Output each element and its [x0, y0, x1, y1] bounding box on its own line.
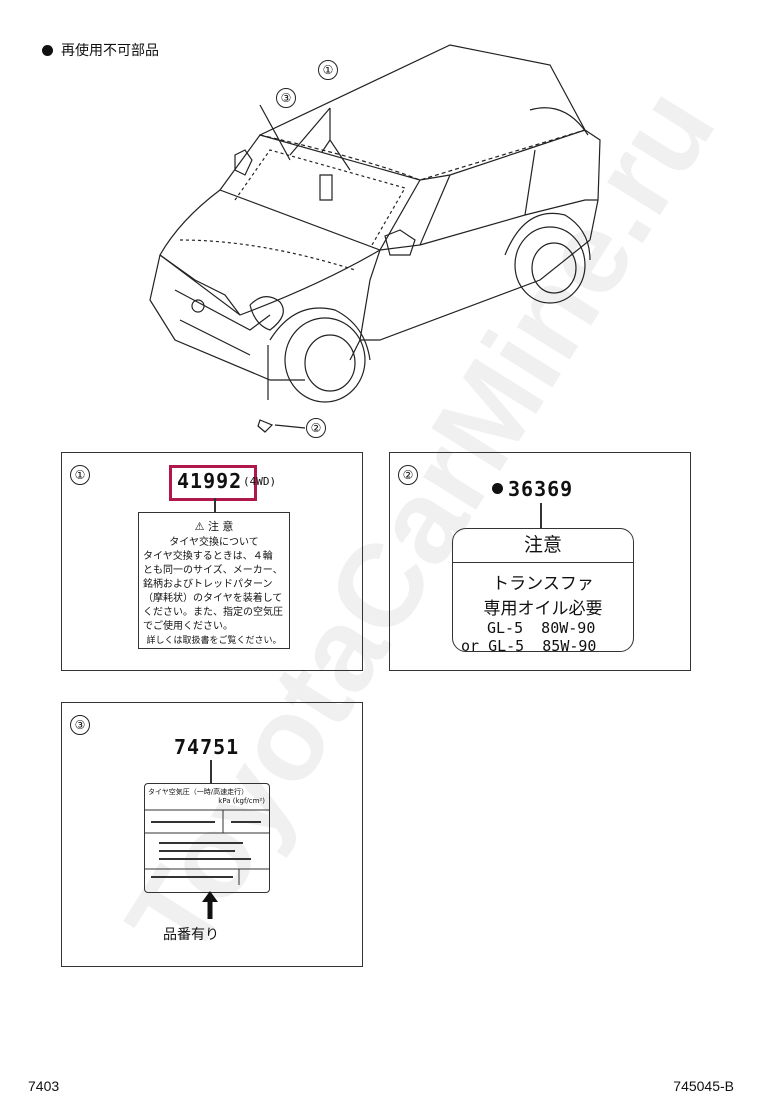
part-number-36369[interactable]: 36369: [508, 477, 574, 501]
car-illustration: [149, 44, 601, 433]
leader-line: [210, 760, 212, 784]
arrow-up-icon: [202, 891, 218, 919]
footer-left: 7403: [28, 1078, 60, 1094]
label-table: [145, 809, 269, 885]
leader-line: [540, 503, 542, 528]
tire-pressure-label: タイヤ空気圧（一時/高速走行） kPa (kgf/cm²): [144, 783, 270, 893]
callout-3: ③: [276, 88, 296, 108]
label-body: タイヤ交換について タイヤ交換するときは、４輪 とも同一のサイズ、メーカー、 銘…: [139, 534, 289, 650]
part-note-4wd: (4WD): [243, 475, 277, 488]
label-line: でご使用ください。: [143, 621, 233, 632]
callout-1: ①: [318, 60, 338, 80]
panel-3-number: ③: [70, 715, 90, 735]
legend: 再使用不可部品: [42, 40, 159, 60]
label-title: 注意: [453, 529, 633, 563]
callout-2: ②: [306, 418, 326, 438]
arrow-caption: 品番有り: [163, 927, 219, 943]
panel-2-number: ②: [398, 465, 418, 485]
label-line: or GL-5 85W-90: [461, 637, 597, 652]
leader-line: [214, 498, 216, 512]
label-line: ください。また、指定の空気圧: [143, 607, 283, 618]
label-line: （摩耗状）のタイヤを装着して: [143, 593, 283, 604]
panel-2: ② 36369 注意 トランスファ 専用オイル必要 GL-5 80W-90 or…: [389, 452, 691, 671]
label-line: タイヤ交換するときは、４輪: [143, 551, 273, 562]
bullet-icon: [492, 483, 503, 494]
part-number-41992[interactable]: 41992: [177, 469, 243, 493]
legend-text: 再使用不可部品: [61, 43, 159, 59]
label-line: タイヤ交換について: [169, 537, 259, 548]
label-line: 銘柄およびトレッドパターン: [143, 579, 273, 590]
part-number-74751[interactable]: 74751: [174, 735, 240, 759]
tire-warning-label: ⚠ 注 意 タイヤ交換について タイヤ交換するときは、４輪 とも同一のサイズ、メ…: [138, 512, 290, 649]
label-line: 専用オイル必要: [483, 599, 603, 619]
panel-1: ① 41992 (4WD) ⚠ 注 意 タイヤ交換について タイヤ交換するときは…: [61, 452, 363, 671]
warning-icon: ⚠: [194, 520, 205, 533]
panel-1-number: ①: [70, 465, 90, 485]
part-number-highlight: [169, 465, 257, 501]
label-line: トランスファ: [492, 574, 594, 594]
transfer-oil-label: 注意 トランスファ 専用オイル必要 GL-5 80W-90 or GL-5 85…: [452, 528, 634, 652]
bullet-icon: [42, 44, 53, 56]
label-line: タイヤ空気圧（一時/高速走行）: [148, 788, 249, 796]
label-line: GL-5 80W-90: [487, 619, 596, 637]
label-line: とも同一のサイズ、メーカー、: [143, 565, 283, 576]
panel-3: ③ 74751 タイヤ空気圧（一時/高速走行） kPa (kgf/cm²) 品番…: [61, 702, 363, 967]
label-title: ⚠ 注 意: [194, 520, 234, 533]
label-line: kPa (kgf/cm²): [218, 797, 265, 805]
footer-right: 745045-B: [673, 1078, 734, 1094]
label-line: 詳しくは取扱書をご覧ください。: [146, 636, 282, 646]
